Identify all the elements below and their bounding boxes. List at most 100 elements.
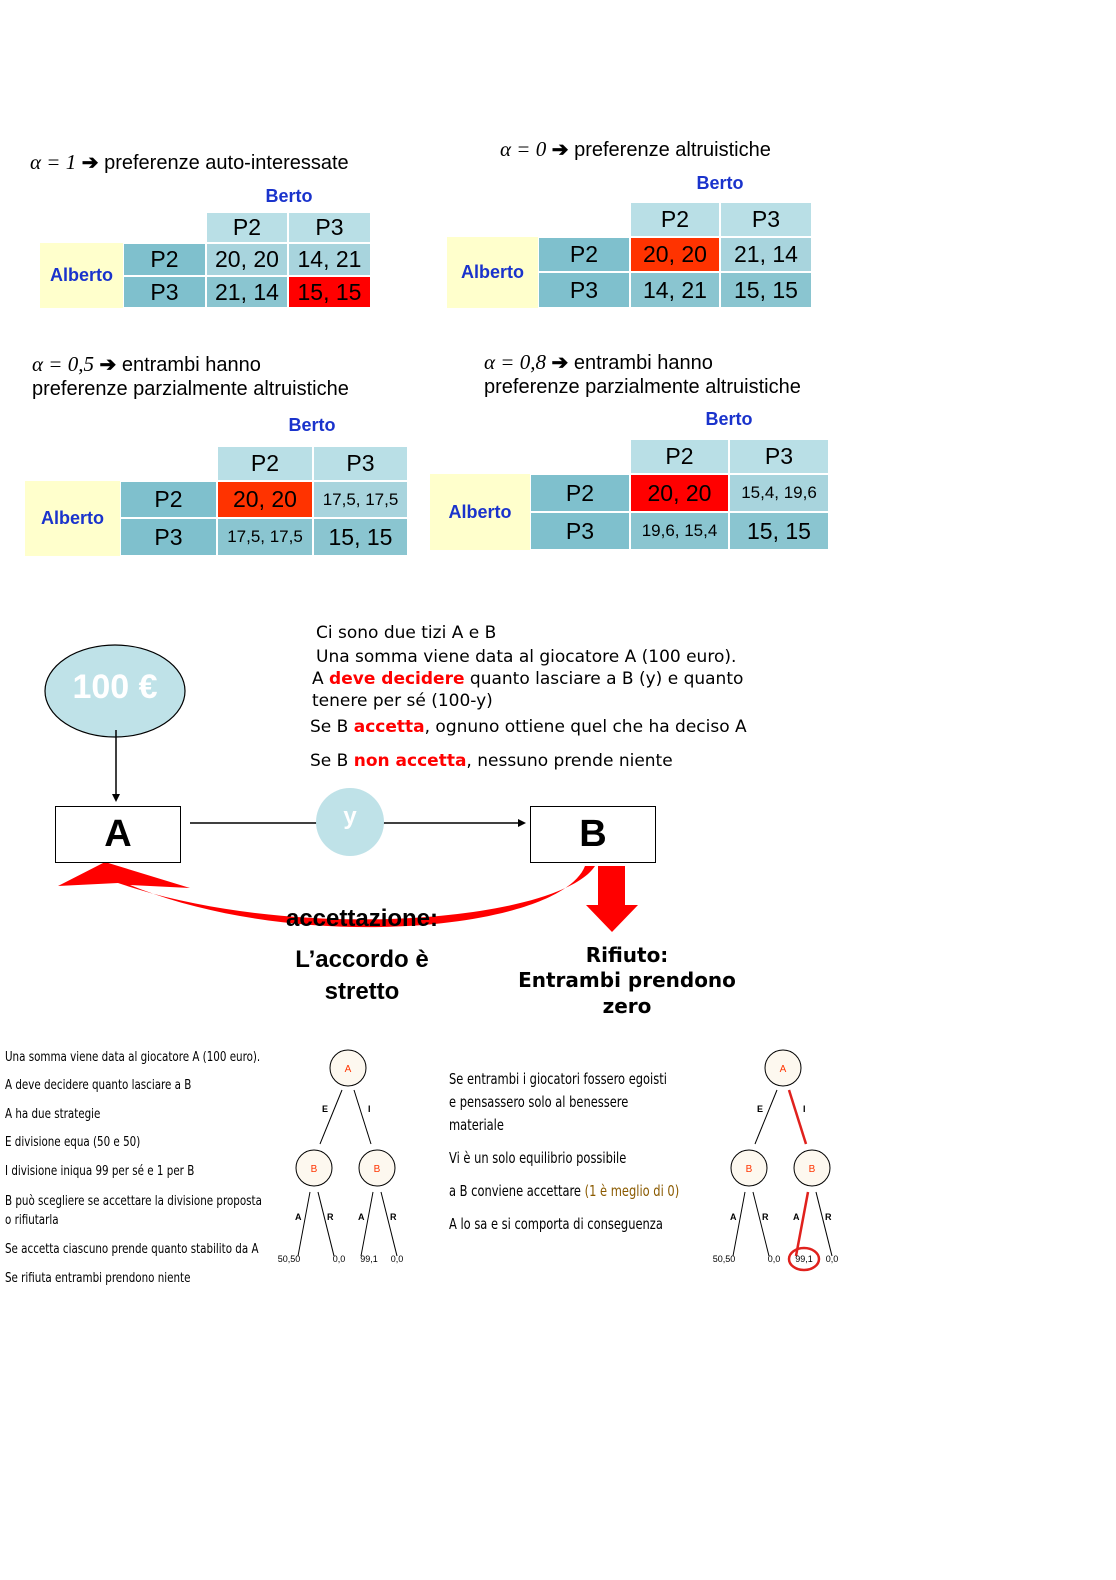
edge-e-label: E [757,1104,763,1114]
column-header: P2 [206,212,288,243]
column-header: P2 [630,439,729,474]
payoff-cell: 21, 14 [206,276,288,308]
t: a B conviene accettare [449,1182,585,1200]
rejection-line-2: Entrambi prendono [518,968,736,992]
edge-reject [380,1191,398,1257]
row-header: P2 [530,474,630,512]
right-text-3: materiale [449,1116,504,1134]
edge-i-label: I [368,1104,371,1114]
t: A [312,669,330,689]
node-a [329,1049,367,1087]
title-text: preferenze altruistiche [568,139,771,161]
arrow-icon: ➔ [93,354,117,376]
edge-e [319,1089,343,1145]
sum-label: 100 € [72,668,158,706]
intro-line-2: Una somma viene data al giocatore A (100… [316,647,737,667]
node-a [764,1049,802,1087]
table-title: α = 0,8 ➔ entrambi hanno [484,350,713,375]
table-title-line-2: preferenze parzialmente altruistiche [32,378,349,400]
alpha-label: α = 0,8 [484,350,546,374]
node-b-label: B [311,1164,318,1175]
player-a-box: A [55,806,181,863]
table-title-line-2: preferenze parzialmente altruistiche [484,376,801,398]
node-b [295,1149,333,1187]
accept-label: A [793,1212,800,1222]
accept-label: A [730,1212,737,1222]
payoff-cell: 17,5, 17,5 [217,518,313,556]
row-header: P3 [538,272,630,308]
title-text: preferenze auto-interessate [98,152,349,174]
left-text-line: A deve decidere quanto lasciare a B [5,1077,192,1093]
y-circle [316,788,384,856]
acceptance-arrow [58,862,595,928]
payoff-cell: 20, 20 [206,243,288,276]
payoff-label: 99,1 [795,1254,813,1264]
left-text-line: Se rifiuta entrambi prendono niente [5,1270,191,1286]
t: Se B [310,751,354,771]
payoff-cell: 19,6, 15,4 [630,512,729,550]
edge-reject [317,1191,335,1257]
payoff-label: 50,50 [278,1254,301,1264]
row-header: P3 [120,518,217,556]
alpha-label: α = 0 [500,137,547,161]
edge-accept [360,1191,374,1257]
edge-accept [732,1191,746,1257]
intro-line-1: Ci sono due tizi A e B [316,623,497,643]
equilibrium-circle [787,1246,821,1272]
ultimatum-diagram [44,644,638,932]
arrow-icon: ➔ [545,352,569,374]
arrow-icon: ➔ [546,139,569,161]
rejection-line-1: Rifiuto: [585,943,669,967]
column-header: P2 [630,202,720,237]
left-text-line: E divisione equa (50 e 50) [5,1134,141,1150]
table-title: α = 1 ➔ preferenze auto-interessate [30,150,349,175]
t: (1 è meglio di 0) [584,1182,680,1200]
edge-e-label: E [322,1104,328,1114]
column-player-label: Berto [265,186,313,206]
node-b [730,1149,768,1187]
right-text-5: a B conviene accettare (1 è meglio di 0) [449,1182,679,1200]
row-header: P3 [123,276,206,308]
payoff-cell: 20, 20 [630,474,729,512]
payoff-cell: 14, 21 [630,272,720,308]
row-player-label: Alberto [430,474,530,550]
payoff-label: 50,50 [713,1254,736,1264]
payoff-cell: 15, 15 [313,518,408,556]
node-a-label: A [780,1064,787,1075]
payoff-cell: 14, 21 [288,243,371,276]
right-text-1: Se entrambi i giocatori fossero egoisti [449,1070,667,1088]
t: , ognuno ottiene quel che ha deciso A [424,717,747,737]
reject-label: R [762,1212,769,1222]
t: Se B [310,717,354,737]
title-text: entrambi hanno [568,352,713,374]
accept-label: A [295,1212,302,1222]
column-player-label: Berto [288,415,336,435]
payoff-cell: 20, 20 [630,237,720,272]
accept-rule: Se B accetta, ognuno ottiene quel che ha… [310,717,747,737]
edge-e [754,1089,778,1145]
acceptance-line-1: L’accordo è [295,946,429,973]
row-player-label: Alberto [447,237,538,308]
arrow-icon: ➔ [76,152,99,174]
right-text-4: Vi è un solo equilibrio possibile [449,1149,627,1167]
alpha-label: α = 1 [30,150,77,174]
accept-label: A [358,1212,365,1222]
t: deve decidere [329,669,465,689]
node-b [793,1149,831,1187]
y-label: y [343,803,357,830]
payoff-label: 0,0 [333,1254,346,1264]
left-text-line: B può scegliere se accettare la division… [5,1193,262,1209]
payoff-label: 0,0 [768,1254,781,1264]
node-b-label: B [809,1164,816,1175]
node-b-label: B [374,1164,381,1175]
row-player-label: Alberto [25,481,120,556]
edge-i [353,1089,372,1145]
table-title: α = 0,5 ➔ entrambi hanno [32,352,261,377]
arrow-head [112,794,120,802]
left-text-line: I divisione iniqua 99 per sé e 1 per B [5,1163,195,1179]
left-text-line: A ha due strategie [5,1106,101,1122]
payoff-cell: 21, 14 [720,237,812,272]
left-text-line: Una somma viene data al giocatore A (100… [5,1049,261,1065]
row-header: P3 [530,512,630,550]
